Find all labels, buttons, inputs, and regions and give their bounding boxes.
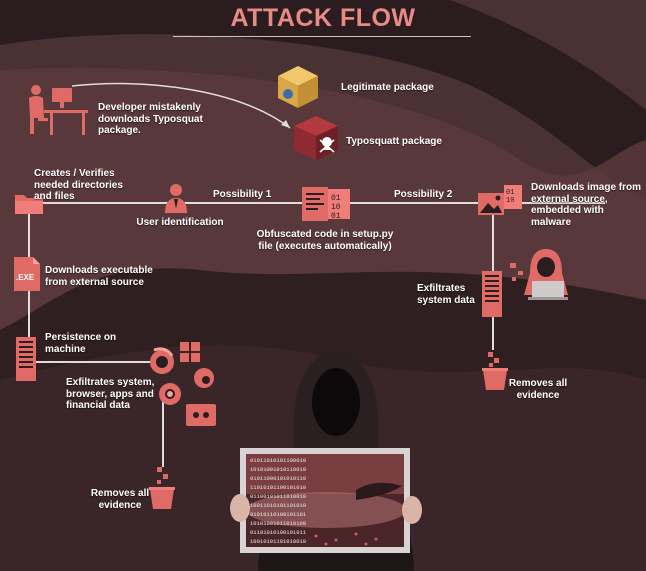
developer-label: Developer mistakenly downloads Typosquat… [98, 102, 203, 136]
persistence-server-icon [16, 337, 36, 381]
exe-file-icon: .EXE [14, 257, 40, 291]
wallet-icon [186, 404, 216, 426]
user-icon [165, 184, 187, 213]
image-icon: 01 10 [478, 185, 522, 215]
folder-icon [15, 195, 43, 214]
chrome-icon [159, 383, 181, 405]
exe-label: .EXE [16, 273, 35, 282]
user-identification-label: User identification [136, 217, 224, 228]
server-icon [482, 271, 502, 317]
developer-icon [29, 85, 88, 135]
trash-icon-right [482, 352, 508, 390]
svg-text:10010101101010010: 10010101101010010 [250, 538, 306, 545]
persistence-label: Persistence on machine [45, 332, 117, 355]
connector-persistence [28, 361, 163, 363]
app-icons-cluster [150, 342, 216, 426]
firefox-icon [150, 347, 174, 374]
obfuscated-code-label: Obfuscated code in setup.py file (execut… [256, 229, 394, 252]
svg-text:01011010101100010: 01011010101100010 [250, 457, 306, 464]
downloads-image-label: Downloads image from external source, em… [531, 182, 642, 228]
exfil-system-label: Exfiltrates system data [417, 283, 475, 306]
legit-package-label: Legitimate package [341, 82, 434, 93]
typosquat-package-label: Typosquatt package [346, 136, 442, 147]
svg-text:10: 10 [506, 197, 514, 205]
svg-text:10: 10 [331, 203, 341, 212]
svg-text:01: 01 [506, 189, 514, 197]
exfil-browser-label: Exfiltrates system, browser, apps and fi… [66, 377, 155, 411]
removes-evidence-left-label: Removes all evidence [90, 488, 150, 511]
svg-text:10101001010110010: 10101001010110010 [250, 466, 306, 473]
svg-text:01: 01 [331, 194, 341, 203]
title-divider [173, 36, 471, 37]
svg-text:10101001011010100: 10101001011010100 [250, 520, 306, 527]
svg-text:11010101100101010: 11010101100101010 [250, 484, 306, 491]
windows-icon [180, 342, 200, 362]
edge-icon [194, 368, 214, 388]
downloads-exe-label: Downloads executable from external sourc… [45, 265, 153, 288]
hooded-hacker-icon: 01011010101100010 10101001010110010 0101… [230, 350, 422, 571]
svg-text:01011000101010110: 01011000101010110 [250, 475, 306, 482]
svg-text:01101010100101011: 01101010100101011 [250, 529, 307, 536]
page-title: ATTACK FLOW [230, 4, 416, 32]
possibility-2-label: Possibility 2 [394, 189, 453, 200]
hacker-laptop-icon [510, 249, 568, 300]
trash-icon-left [149, 467, 175, 509]
possibility-1-label: Possibility 1 [213, 189, 272, 200]
creates-dirs-label: Creates / Verifies needed directories an… [34, 168, 123, 202]
legit-package-icon [278, 66, 318, 108]
connector-left-down [162, 395, 164, 467]
svg-text:10011010101101010: 10011010101101010 [250, 502, 306, 509]
code-file-icon: 01 10 01 [302, 187, 350, 221]
typosquat-package-icon [294, 116, 338, 160]
svg-text:01100101011010010: 01100101011010010 [250, 493, 306, 500]
removes-evidence-right-label: Removes all evidence [508, 378, 568, 401]
svg-text:01: 01 [331, 212, 341, 221]
svg-text:01010110100101101: 01010110100101101 [250, 511, 307, 518]
